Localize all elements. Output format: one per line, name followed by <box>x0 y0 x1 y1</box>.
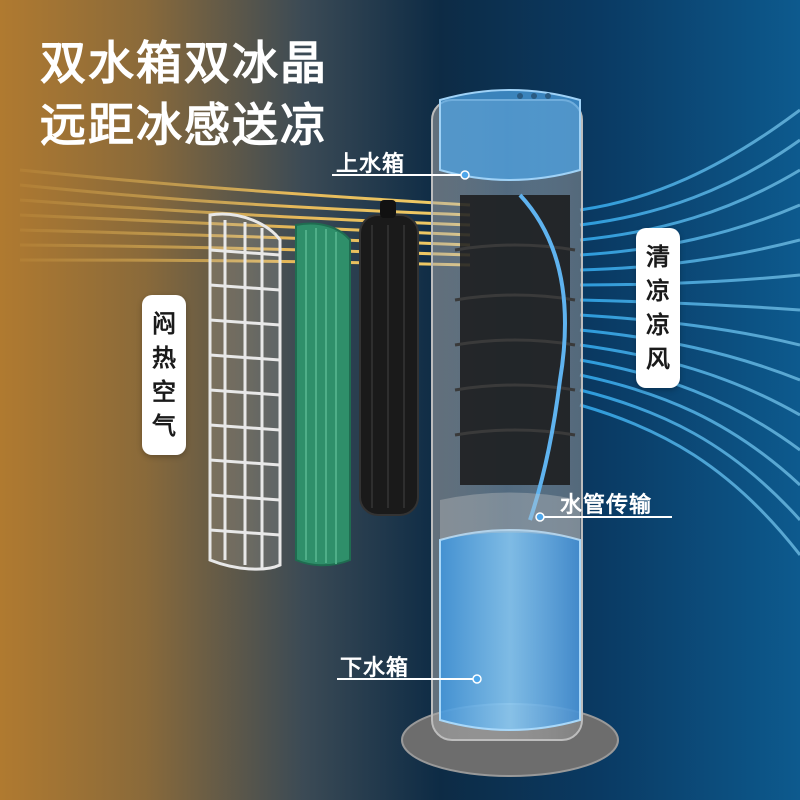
upper-tank-label: 上水箱 <box>336 146 405 178</box>
label-leaders <box>332 170 672 684</box>
tower-fan-body <box>401 89 619 777</box>
cool-air-char: 风 <box>646 345 670 373</box>
hot-air-label: 闷 热 空 气 <box>142 295 186 455</box>
hot-air-char: 气 <box>152 412 176 440</box>
hot-air-char: 热 <box>152 344 176 372</box>
hot-air-char: 空 <box>152 378 176 406</box>
cool-air-flow <box>579 108 800 556</box>
lower-tank-text: 下水箱 <box>340 656 410 681</box>
headline-line-2: 远距冰感送凉 <box>40 98 328 152</box>
cooling-pad <box>295 222 351 567</box>
lower-tank-label: 下水箱 <box>340 650 409 682</box>
cool-air-char: 清 <box>646 243 670 271</box>
cool-air-char: 凉 <box>646 311 670 339</box>
ice-crystal-cylinder <box>359 200 419 516</box>
cool-air-label: 清 凉 凉 风 <box>636 228 680 388</box>
water-pipe-text: 水管传输 <box>560 493 653 518</box>
upper-tank-text: 上水箱 <box>336 152 406 177</box>
headline-line-1: 双水箱双冰晶 <box>40 36 328 90</box>
grille-frame <box>208 212 282 571</box>
cool-air-char: 凉 <box>646 277 670 305</box>
hot-air-char: 闷 <box>152 310 176 338</box>
water-pipe-label: 水管传输 <box>560 487 652 519</box>
